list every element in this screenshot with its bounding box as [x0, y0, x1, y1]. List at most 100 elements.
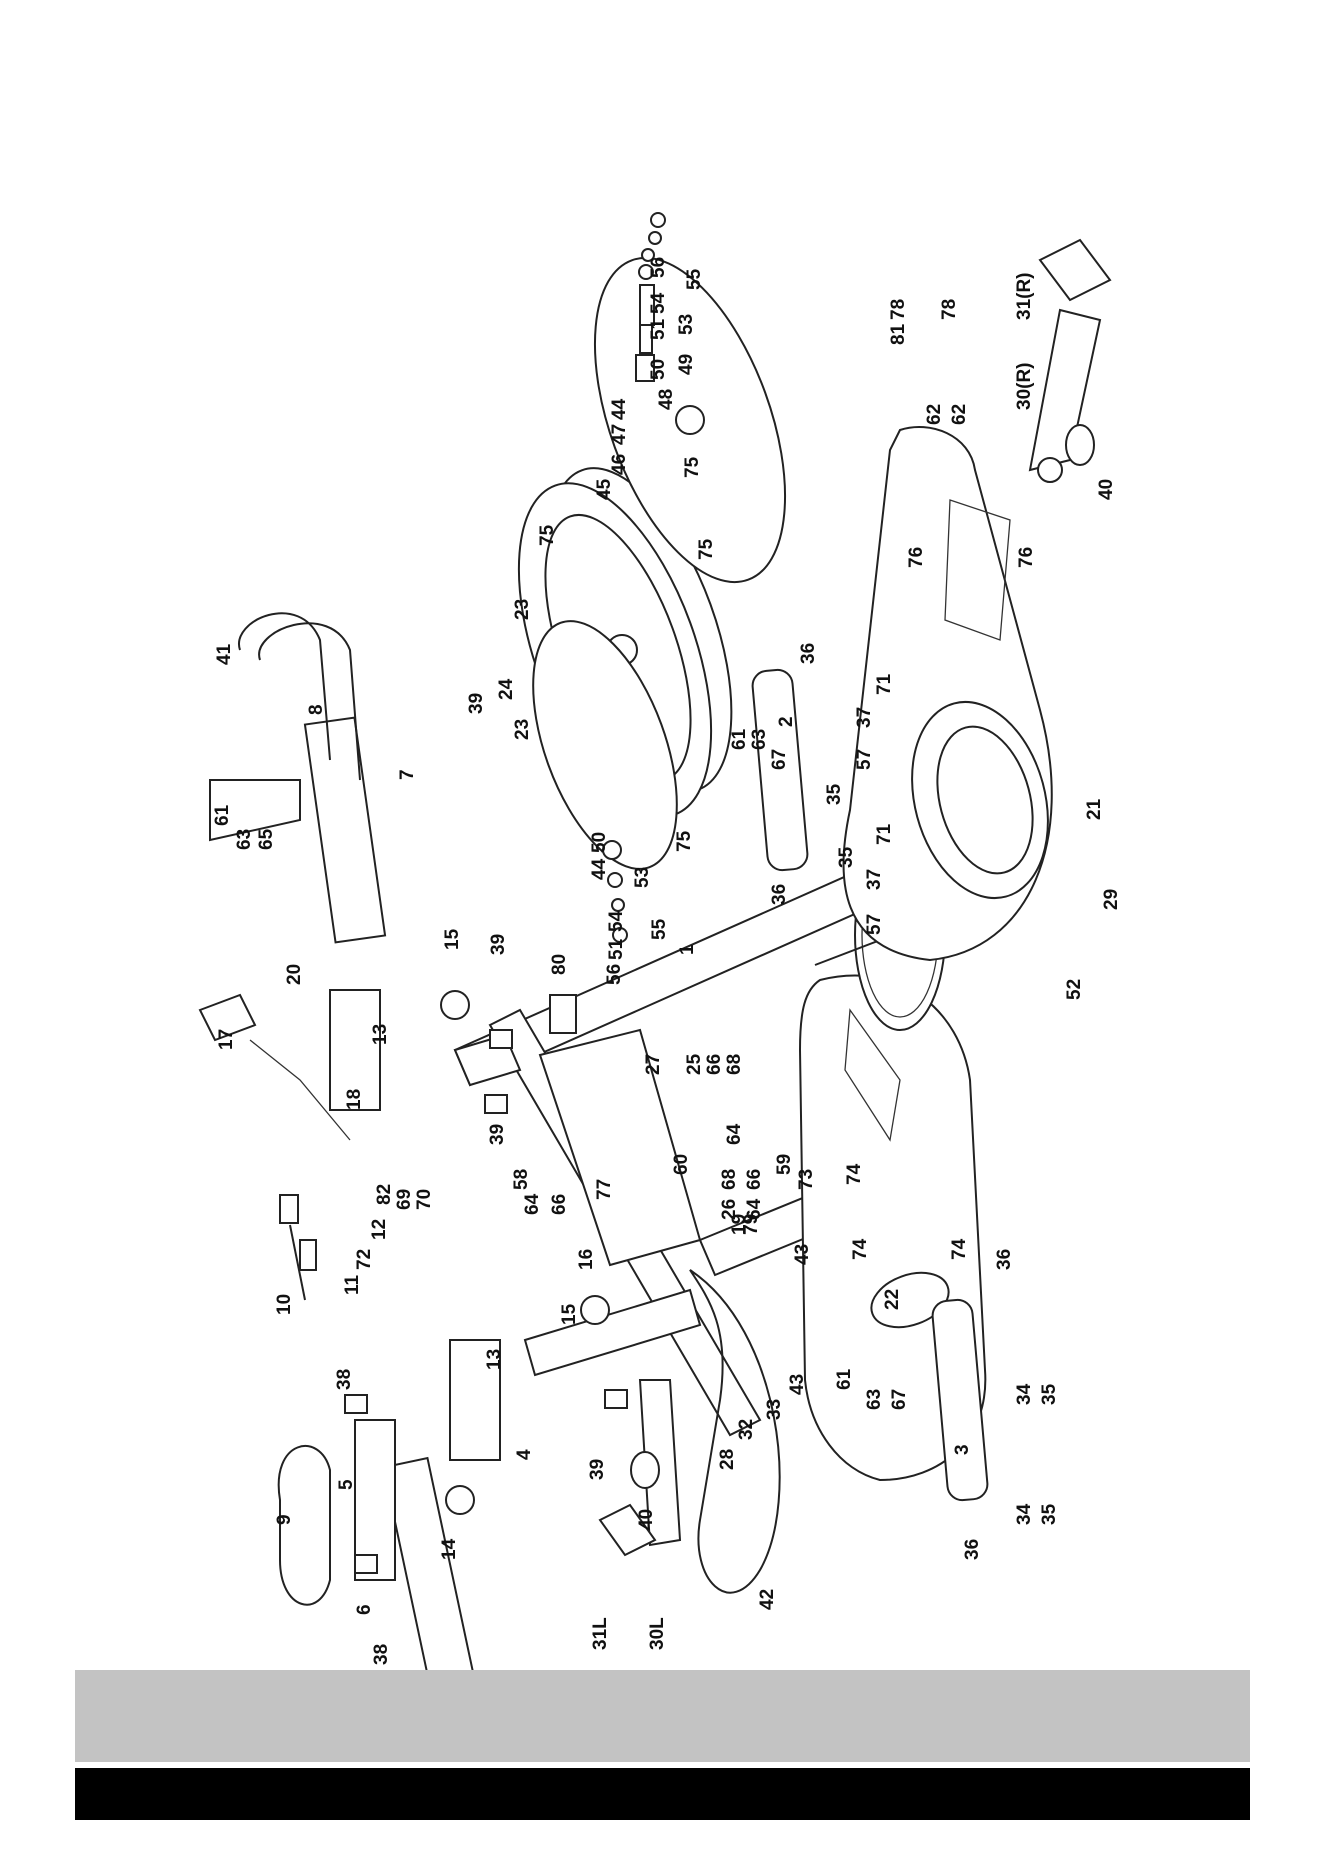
callout-81: 81: [888, 323, 909, 345]
callout-45: 45: [594, 478, 615, 500]
callout-75: 75: [696, 538, 717, 560]
callout-30(r): 30(R): [1014, 362, 1035, 410]
callout-27: 27: [643, 1054, 664, 1075]
callout-66: 66: [704, 1054, 725, 1075]
callout-39: 39: [587, 1459, 608, 1480]
chain-cover: [842, 425, 1053, 962]
callout-62: 62: [924, 404, 945, 425]
callout-35: 35: [1039, 1383, 1060, 1405]
handlebar-post: [303, 716, 387, 944]
callout-11: 11: [342, 1274, 363, 1295]
callout-35: 35: [836, 846, 857, 868]
callout-59: 59: [774, 1154, 795, 1175]
callout-1: 1: [677, 944, 698, 955]
callout-23: 23: [512, 719, 533, 740]
callout-76: 76: [1016, 547, 1037, 568]
callout-13: 13: [484, 1349, 505, 1370]
callout-39: 39: [488, 934, 509, 955]
callout-12: 12: [369, 1219, 390, 1240]
callout-71: 71: [874, 673, 895, 695]
seat-slider: [354, 1419, 396, 1581]
callout-62: 62: [949, 404, 970, 425]
callout-51: 51: [648, 318, 669, 340]
callout-36: 36: [798, 643, 819, 664]
callout-32: 32: [736, 1419, 757, 1440]
handlebar-knob-bottom: [580, 1295, 610, 1325]
callout-15: 15: [559, 1303, 580, 1325]
callout-35: 35: [1039, 1503, 1060, 1525]
callout-67: 67: [769, 749, 790, 770]
callout-55: 55: [684, 268, 705, 290]
callout-61: 61: [729, 728, 750, 750]
callout-61: 61: [212, 804, 233, 826]
callout-69: 69: [394, 1189, 415, 1210]
front-stabilizer: [751, 668, 809, 872]
callout-37: 37: [854, 707, 875, 728]
callout-34: 34: [1014, 1503, 1035, 1525]
callout-28: 28: [717, 1449, 738, 1470]
callout-63: 63: [749, 729, 770, 750]
tension-knob: [279, 1194, 317, 1301]
callout-57: 57: [854, 749, 875, 770]
callout-64: 64: [744, 1198, 765, 1220]
callout-67: 67: [889, 1389, 910, 1410]
sleeve-bottom: [449, 1339, 501, 1461]
sleeve-top: [329, 989, 381, 1111]
callout-71: 71: [874, 823, 895, 845]
callout-36: 36: [994, 1249, 1015, 1270]
callout-labels: 56 54 51 50 55 53 49 44 47 46 48 45 75 7…: [212, 257, 1122, 1665]
callout-40: 40: [1096, 479, 1117, 500]
callout-74: 74: [850, 1238, 871, 1260]
callout-54: 54: [606, 910, 627, 932]
callout-49: 49: [676, 354, 697, 375]
callout-36: 36: [962, 1539, 983, 1560]
handlebar-knob-top: [440, 990, 470, 1020]
callout-68: 68: [719, 1169, 740, 1190]
callout-50: 50: [648, 359, 669, 380]
callout-53: 53: [632, 867, 653, 888]
callout-29: 29: [1101, 889, 1122, 910]
callout-72: 72: [354, 1249, 375, 1270]
callout-56: 56: [648, 257, 669, 278]
callout-73: 73: [796, 1169, 817, 1190]
callout-55: 55: [649, 918, 670, 940]
callout-39: 39: [466, 693, 487, 714]
callout-44: 44: [589, 858, 610, 880]
callout-37: 37: [864, 869, 885, 890]
footer-black-band: [75, 1768, 1250, 1820]
footer-gray-band: [75, 1670, 1250, 1762]
callout-23: 23: [512, 599, 533, 620]
callout-22: 22: [882, 1289, 903, 1310]
callout-30l: 30L: [647, 1617, 668, 1650]
callout-58: 58: [511, 1169, 532, 1190]
callout-3: 3: [952, 1444, 973, 1455]
callout-46: 46: [609, 454, 630, 475]
callout-79: 79: [741, 1214, 762, 1235]
callout-76: 76: [906, 547, 927, 568]
callout-74: 74: [949, 1238, 970, 1260]
callout-57: 57: [864, 914, 885, 935]
callout-2: 2: [776, 716, 797, 727]
callout-41: 41: [214, 643, 235, 665]
callout-21: 21: [1084, 798, 1105, 820]
callout-48: 48: [656, 389, 677, 410]
callout-47: 47: [609, 424, 630, 445]
callout-63: 63: [234, 829, 255, 850]
callout-18: 18: [344, 1089, 365, 1110]
left-crank-and-pedal: [598, 1379, 682, 1557]
callout-42: 42: [757, 1589, 778, 1610]
callout-44: 44: [609, 398, 630, 420]
callout-10: 10: [274, 1294, 295, 1315]
callout-65: 65: [256, 828, 277, 850]
callout-25: 25: [684, 1053, 705, 1075]
callout-53: 53: [676, 314, 697, 335]
callout-78: 78: [939, 299, 960, 320]
callout-66: 66: [744, 1169, 765, 1190]
callout-34: 34: [1014, 1383, 1035, 1405]
rear-stabilizer: [931, 1298, 989, 1502]
callout-31(r): 31(R): [1014, 272, 1035, 320]
callout-8: 8: [306, 704, 327, 715]
callout-33: 33: [764, 1399, 785, 1420]
handlebar: [209, 779, 301, 842]
callout-70: 70: [414, 1189, 435, 1210]
